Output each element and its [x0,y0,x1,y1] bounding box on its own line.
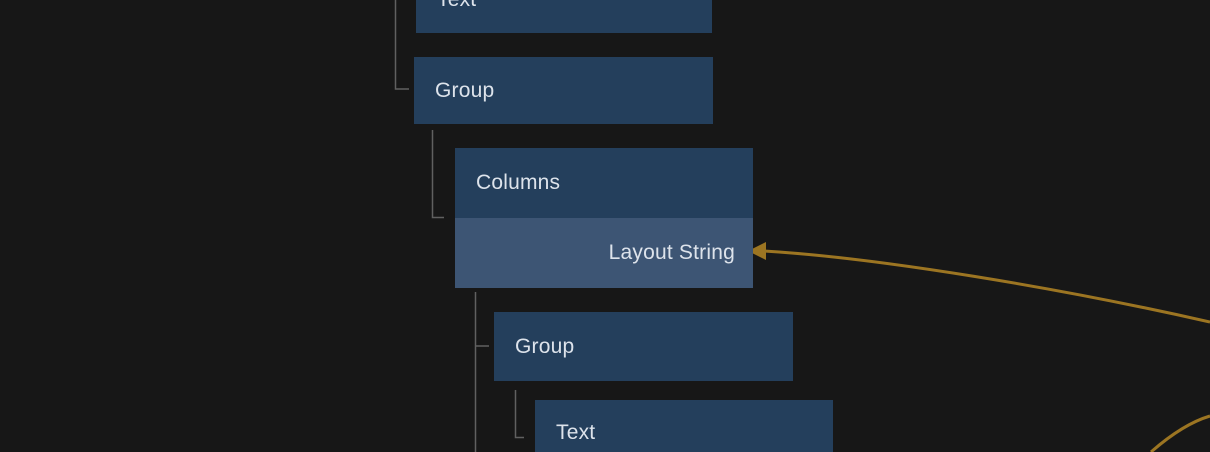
node-label: Group [515,334,575,358]
node-title-row: Columns [455,148,753,218]
tree-connector-line-text2 [514,390,524,439]
node-title-row: Text [535,400,833,452]
tree-connector-line-group1 [394,0,409,90]
node-label: Text [437,0,476,12]
node-label: Text [556,421,596,444]
node-text-1[interactable]: Text [416,0,712,33]
node-group-2[interactable]: Group [494,312,793,381]
node-title-row: Group [494,312,793,381]
input-port-layout-string[interactable]: Layout String [455,218,753,288]
node-label: Group [435,78,495,102]
tree-connector-line-columns [431,130,444,219]
node-label: Columns [476,171,561,194]
port-label: Layout String [608,241,735,264]
connection-edge-layout-string[interactable] [763,249,1210,324]
tree-connector-line-group2 [474,292,489,452]
arrowhead-icon [748,242,766,260]
node-group-1[interactable]: Group [414,57,713,124]
node-title-row: Group [414,57,713,124]
node-title-row: Text [416,0,712,33]
node-columns[interactable]: Columns Layout String [455,148,753,288]
node-text-2[interactable]: Text [535,400,833,452]
connection-edge-offscreen[interactable] [1150,414,1210,452]
